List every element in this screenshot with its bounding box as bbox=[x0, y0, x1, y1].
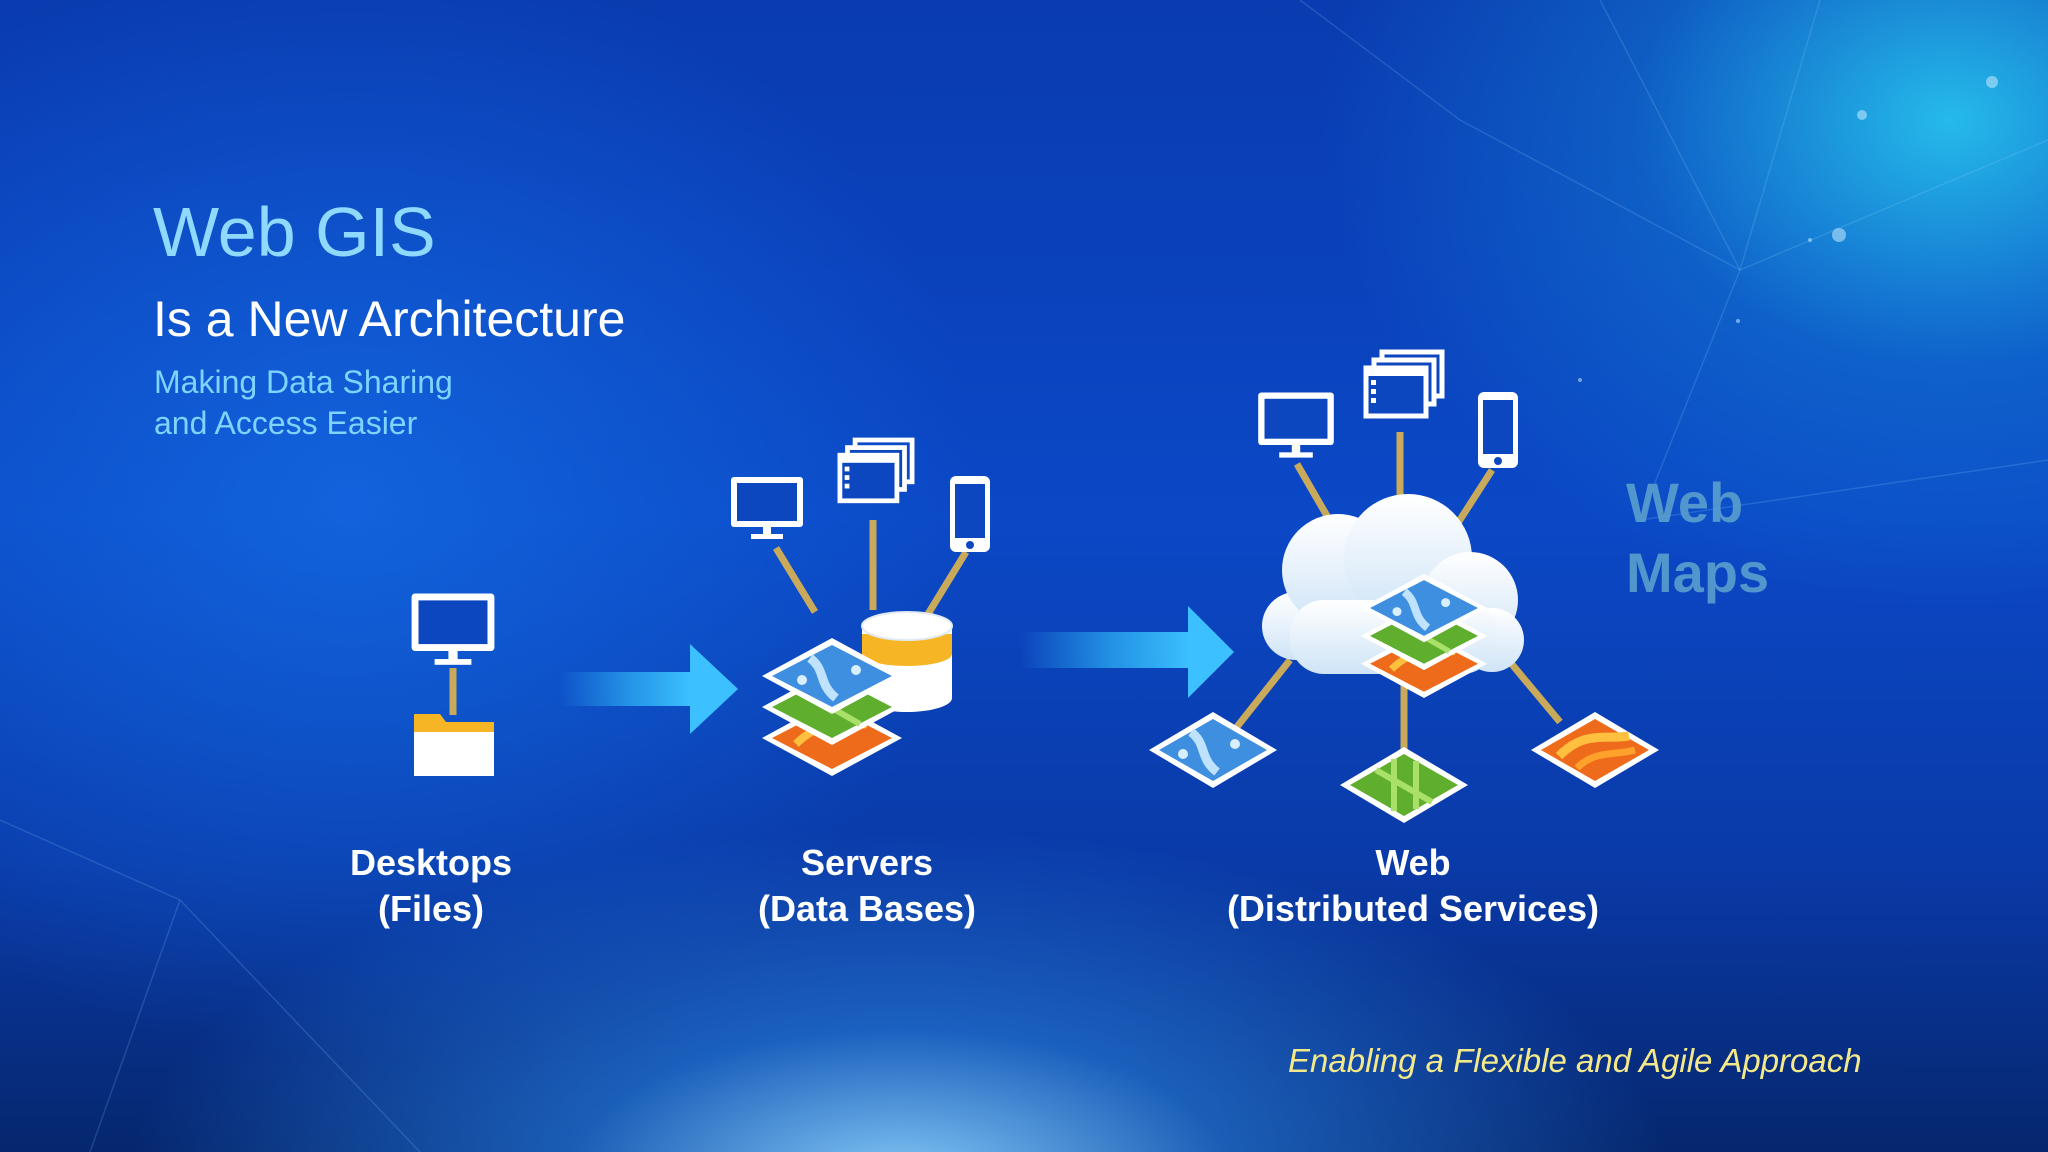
desktops-stage bbox=[411, 593, 495, 776]
phone-icon bbox=[950, 476, 990, 552]
desktops-label: Desktops (Files) bbox=[350, 840, 512, 932]
web-stage bbox=[1149, 352, 1659, 823]
web-maps-line-2: Maps bbox=[1626, 541, 1770, 604]
desktops-label-line-2: (Files) bbox=[377, 888, 484, 929]
monitor-icon bbox=[731, 477, 803, 539]
servers-label-line-1: Servers bbox=[800, 842, 934, 883]
phone-icon bbox=[1478, 392, 1518, 468]
tagline-line-2: and Access Easier bbox=[154, 405, 418, 441]
map-tile-icon bbox=[1531, 712, 1659, 788]
footer-tagline: Enabling a Flexible and Agile Approach bbox=[1288, 1042, 1862, 1079]
servers-label-line-2: (Data Bases) bbox=[757, 888, 977, 929]
slide-title: Web GIS bbox=[153, 193, 436, 271]
windows-icon bbox=[840, 440, 912, 501]
arrow-desktops-to-servers bbox=[560, 644, 738, 734]
web-maps-label: Web Maps bbox=[1626, 468, 1769, 608]
servers-label: Servers (Data Bases) bbox=[758, 840, 976, 932]
web-label-line-2: (Distributed Services) bbox=[1226, 888, 1600, 929]
arrow-servers-to-web bbox=[1020, 606, 1234, 698]
windows-icon bbox=[1366, 352, 1442, 416]
monitor-icon bbox=[411, 593, 495, 665]
tagline-line-1: Making Data Sharing bbox=[154, 364, 453, 400]
servers-stage bbox=[731, 440, 990, 776]
desktops-label-line-1: Desktops bbox=[349, 842, 513, 883]
web-label: Web (Distributed Services) bbox=[1227, 840, 1599, 932]
web-maps-line-1: Web bbox=[1626, 471, 1744, 534]
folder-icon bbox=[414, 714, 494, 776]
monitor-icon bbox=[1258, 392, 1334, 458]
map-tile-icon bbox=[1340, 747, 1468, 823]
web-label-line-1: Web bbox=[1375, 842, 1451, 883]
slide-subtitle: Is a New Architecture bbox=[153, 291, 626, 347]
map-tile-icon bbox=[1149, 712, 1277, 788]
